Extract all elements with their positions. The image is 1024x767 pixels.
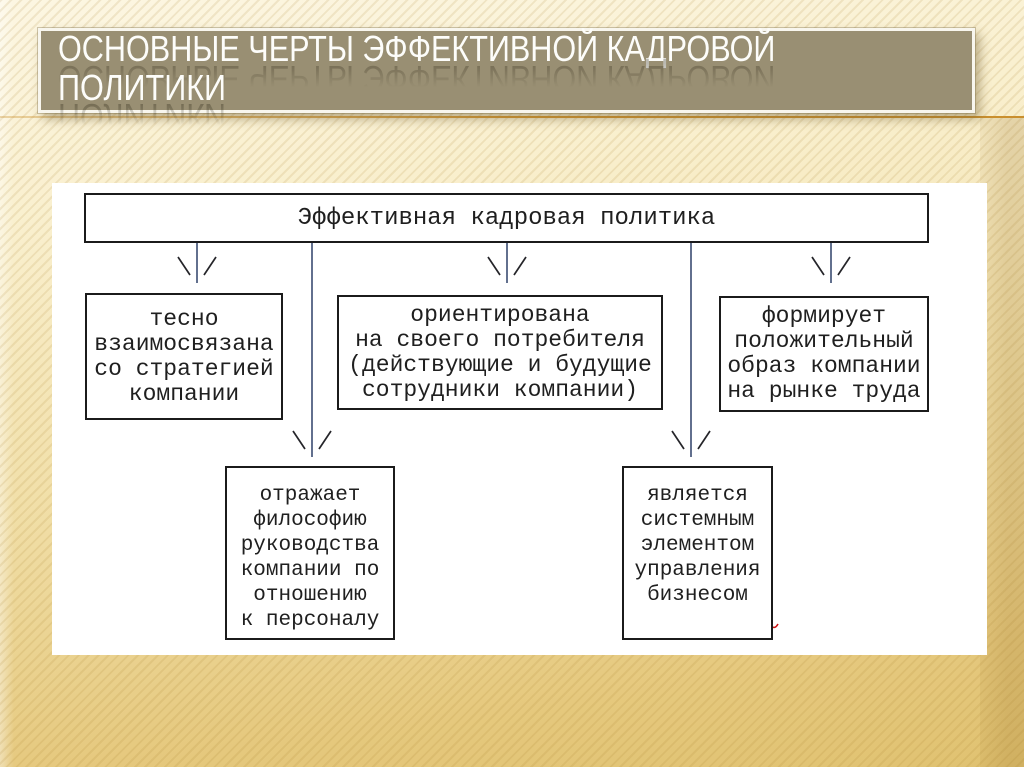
connector-vertical-lines — [196, 243, 832, 457]
diagram-node-root: Эффективная кадровая политика — [84, 193, 929, 243]
accent-divider-line — [0, 116, 1024, 118]
diagram-panel: Эффективная кадровая политика тесно взаи… — [52, 183, 987, 655]
connector-lines — [177, 243, 851, 629]
slide-title-bar: ОСНОВНЫЕ ЧЕРТЫ ЭФФЕКТИВНОЙ КАДРОВОЙ ОСНО… — [38, 28, 975, 137]
slide-title-line1: ОСНОВНЫЕ ЧЕРТЫ ЭФФЕКТИВНОЙ КАДРОВОЙ — [58, 28, 776, 69]
diagram-node-philosophy: отражает философию руководства компании … — [225, 466, 395, 640]
arrowhead-strokes — [177, 256, 851, 450]
diagram-node-strategy: тесно взаимосвязана со стратегией компан… — [85, 293, 283, 420]
diagram-node-system-element: является системным элементом управления … — [622, 466, 773, 640]
diagram-node-consumer: ориентирована на своего потребителя (дей… — [337, 295, 663, 410]
slide-title-line2: ПОЛИТИКИ — [58, 67, 227, 108]
slide-title-line2-reflection: ПОЛИТИКИ — [58, 96, 227, 137]
diagram-node-employer-image: формирует положительный образ компании н… — [719, 296, 929, 412]
